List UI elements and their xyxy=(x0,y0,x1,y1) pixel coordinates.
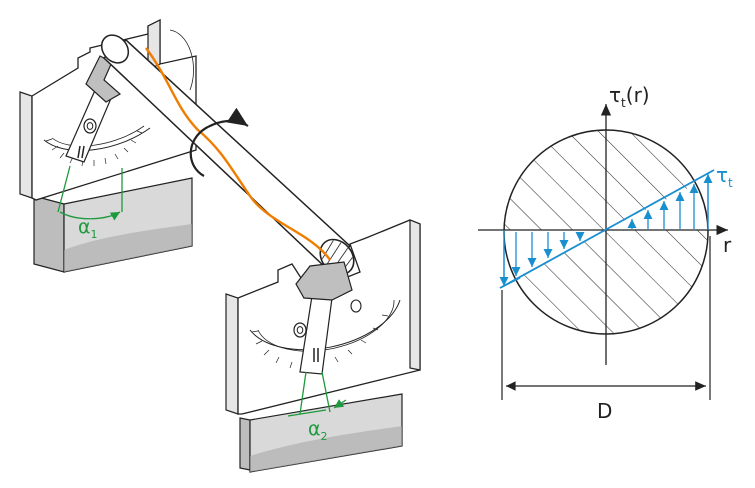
y-axis-label: τt(r) xyxy=(609,83,650,110)
angle-mark-alpha-2 xyxy=(287,371,347,417)
shear-stress-distribution xyxy=(499,169,715,289)
diameter-label: D xyxy=(597,399,612,423)
x-axis-label: r xyxy=(723,233,732,257)
diameter-dimension xyxy=(501,236,711,400)
alpha-1-label: α1 xyxy=(78,216,98,241)
left-pedestal xyxy=(33,177,193,273)
left-scale-ticks xyxy=(45,130,143,167)
angle-mark-alpha-1 xyxy=(57,165,123,221)
torsion-apparatus: α1 α2 xyxy=(19,18,421,473)
right-pedestal xyxy=(239,393,403,473)
curved-rotation-arrow-icon xyxy=(189,107,249,177)
twist-helix-line xyxy=(145,47,331,261)
right-dial-plate xyxy=(225,219,421,415)
alpha-2-label: α2 xyxy=(308,418,328,443)
cross-section-stress-diagram: τt(r) r τt D xyxy=(478,83,733,423)
shear-stress-label: τt xyxy=(716,163,733,190)
